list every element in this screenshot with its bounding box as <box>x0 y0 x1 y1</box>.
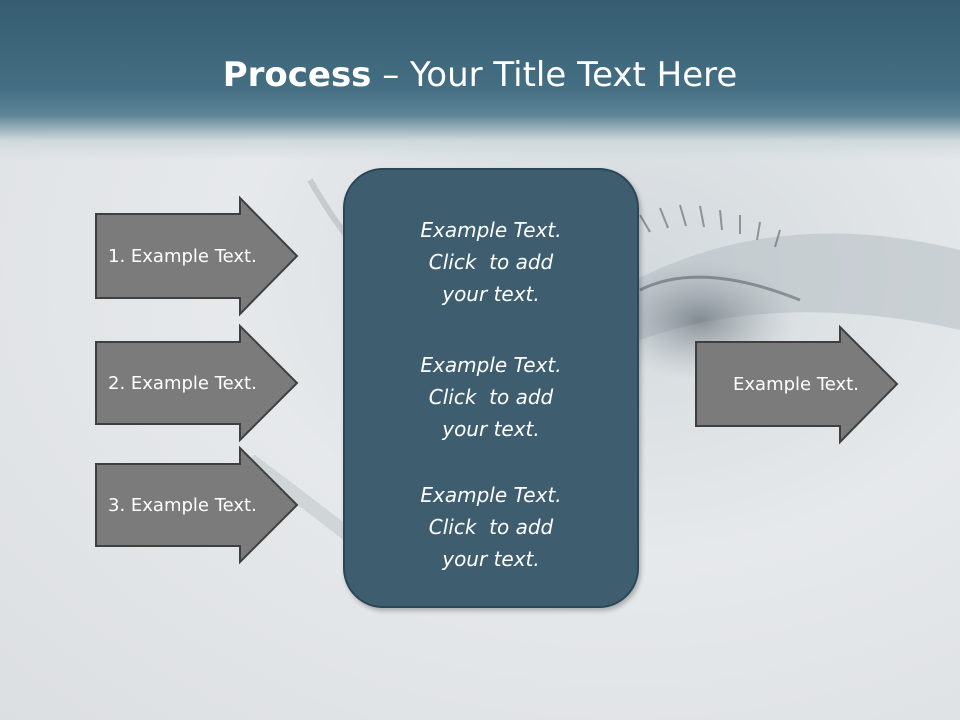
block-1-line-3: your text. <box>442 282 540 306</box>
slide-title: Process – Your Title Text Here <box>0 52 960 98</box>
title-bold-part: Process <box>222 55 372 95</box>
center-text-block-1[interactable]: Example Text. Click to add your text. <box>345 214 637 310</box>
block-1-line-1: Example Text. <box>420 218 562 242</box>
title-band <box>0 0 960 160</box>
input-arrow-1-label: 1. Example Text. <box>108 246 257 267</box>
output-arrow-label: Example Text. <box>733 374 859 395</box>
input-arrow-3-label: 3. Example Text. <box>108 495 257 516</box>
block-3-line-1: Example Text. <box>420 483 562 507</box>
title-rest-part: – Your Title Text Here <box>371 55 738 95</box>
input-arrow-3[interactable]: 3. Example Text. <box>95 445 299 565</box>
output-arrow[interactable]: Example Text. <box>695 324 899 445</box>
block-2-line-3: your text. <box>442 417 540 441</box>
input-arrow-2-label: 2. Example Text. <box>108 373 257 394</box>
block-2-line-1: Example Text. <box>420 353 562 377</box>
block-3-line-2: Click to add <box>428 515 554 539</box>
center-text-block-3[interactable]: Example Text. Click to add your text. <box>345 479 637 575</box>
block-2-line-2: Click to add <box>428 385 554 409</box>
center-text-block-2[interactable]: Example Text. Click to add your text. <box>345 349 637 445</box>
block-3-line-3: your text. <box>442 547 540 571</box>
block-1-line-2: Click to add <box>428 250 554 274</box>
input-arrow-1[interactable]: 1. Example Text. <box>95 195 299 317</box>
input-arrow-2[interactable]: 2. Example Text. <box>95 323 299 443</box>
center-process-box[interactable]: Example Text. Click to add your text. Ex… <box>343 168 639 608</box>
